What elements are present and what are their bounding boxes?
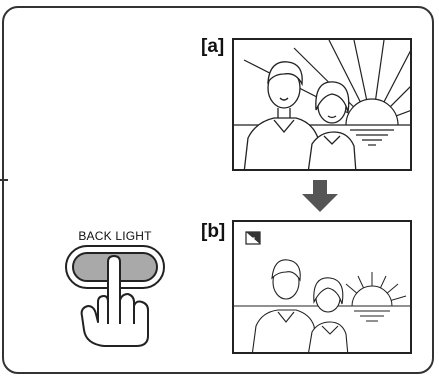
scene-a-illustration: [234, 40, 412, 171]
back-light-button[interactable]: [64, 244, 168, 348]
panel-b-label: [b]: [201, 221, 225, 243]
backlight-icon: [246, 232, 260, 244]
panel-b-scene: [232, 220, 412, 354]
scene-b-illustration: [234, 222, 412, 354]
back-light-label: BACK LIGHT: [62, 229, 168, 243]
down-arrow-icon: [302, 180, 338, 214]
panel-a-label: [a]: [201, 36, 224, 58]
frame-connector-line: [0, 179, 8, 181]
panel-a-scene: [232, 38, 412, 171]
